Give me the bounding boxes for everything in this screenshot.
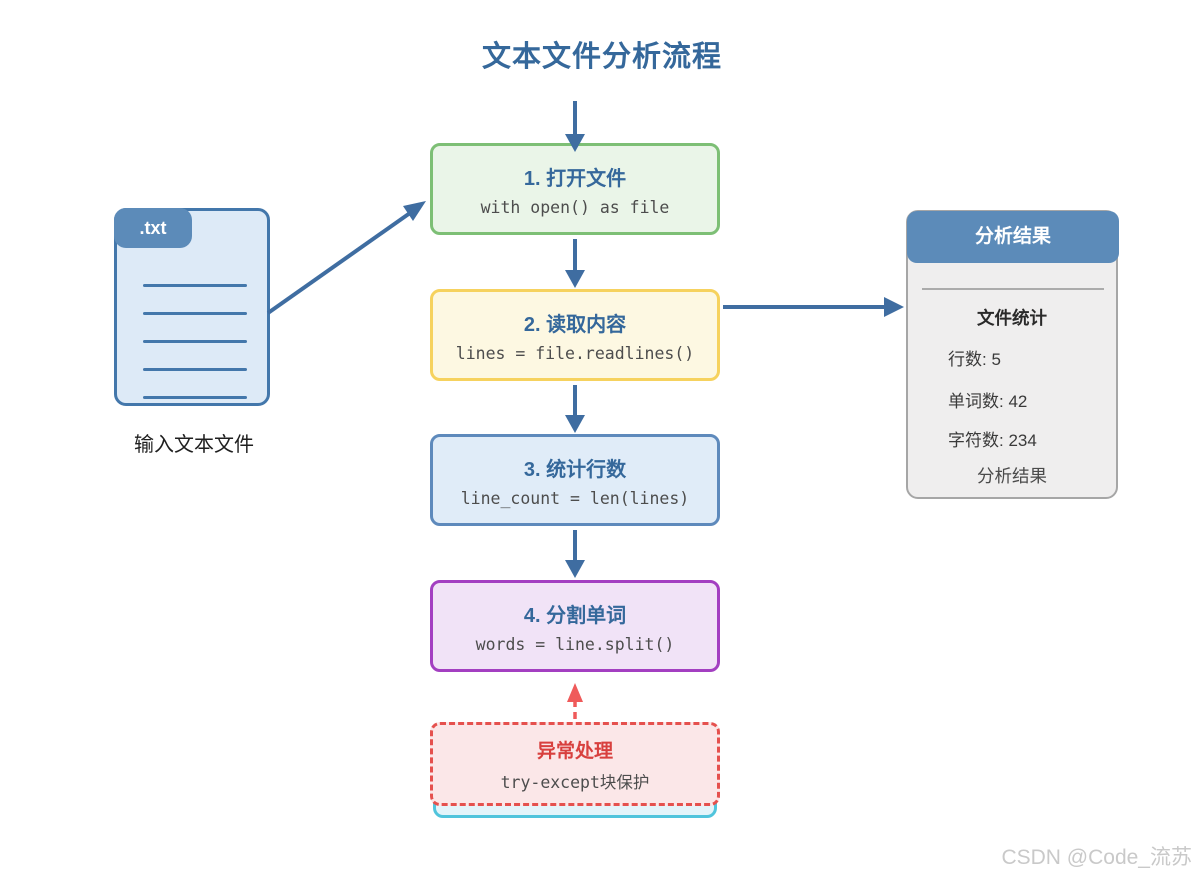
exception-code: try-except块保护 (500, 772, 650, 792)
text-line (143, 284, 247, 287)
text-line (143, 340, 247, 343)
arrow-step3-step4 (565, 530, 585, 578)
diagram-title: 文本文件分析流程 (481, 41, 722, 73)
stat-word-count: 单词数: 42 (948, 392, 1028, 411)
arrow-step2-step3 (565, 385, 585, 433)
arrow-step1-step2 (565, 239, 585, 288)
file-stats-title: 文件统计 (977, 308, 1047, 328)
step-box-count-lines: 3. 统计行数 line_count = len(lines) (430, 434, 720, 526)
exception-box: 异常处理 try-except块保护 (430, 722, 720, 806)
text-line (143, 312, 247, 315)
arrow-step2-results (723, 297, 904, 317)
results-panel: 分析结果 文件统计 行数: 5 单词数: 42 字符数: 234 分析结果 (906, 210, 1119, 499)
text-line (143, 368, 247, 371)
step-title: 3. 统计行数 (523, 458, 627, 481)
input-file-label: 输入文本文件 (134, 434, 254, 456)
results-panel-header: 分析结果 (907, 211, 1119, 263)
divider (922, 288, 1104, 290)
step-title: 4. 分割单词 (523, 604, 627, 627)
step-box-read-content: 2. 读取内容 lines = file.readlines() (430, 289, 720, 381)
exception-title: 异常处理 (536, 740, 613, 762)
step-title: 2. 读取内容 (523, 313, 627, 336)
arrow-exception-step4 (567, 683, 583, 719)
stat-line-count: 行数: 5 (948, 350, 1001, 369)
input-file-icon: .txt (114, 208, 270, 406)
stat-char-count: 字符数: 234 (948, 431, 1037, 450)
step-box-split-words: 4. 分割单词 words = line.split() (430, 580, 720, 672)
results-panel-footer: 分析结果 (977, 466, 1047, 486)
step-code: words = line.split() (475, 634, 675, 654)
file-type-badge: .txt (114, 208, 192, 248)
step-code: line_count = len(lines) (460, 488, 690, 508)
arrow-document-step1 (266, 201, 426, 315)
step-code: with open() as file (480, 197, 670, 217)
document-text-lines (143, 284, 247, 424)
text-line (143, 396, 247, 399)
csdn-watermark: CSDN @Code_流苏 (1001, 846, 1192, 869)
step-box-open-file: 1. 打开文件 with open() as file (430, 143, 720, 235)
step-code: lines = file.readlines() (455, 343, 695, 363)
step-title: 1. 打开文件 (523, 167, 627, 190)
